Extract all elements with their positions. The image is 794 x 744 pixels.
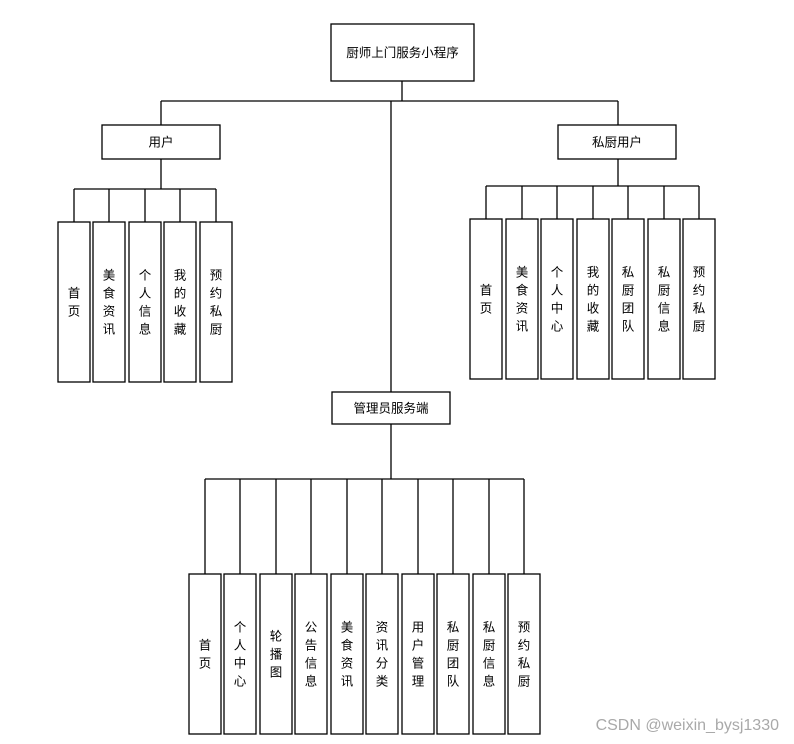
chef-item-4-box: [576, 218, 610, 380]
chef-item-7-box: [682, 218, 716, 380]
chef-item-6-label: 私厨信息: [658, 265, 671, 334]
user-item-1-box: [57, 221, 91, 383]
chef-item-3-box: [540, 218, 574, 380]
root-node-box: [330, 23, 475, 82]
chef-item-2-label: 美食资讯: [516, 265, 529, 334]
chef-item-5-label: 私厨团队: [622, 265, 635, 334]
admin-item-7-box: [401, 573, 435, 735]
chef-item-2-box: [505, 218, 539, 380]
user-item-2-label: 美食资讯: [103, 268, 116, 337]
chef-item-5-box: [611, 218, 645, 380]
group-admin-box: [331, 391, 451, 425]
admin-item-2-box: [223, 573, 257, 735]
user-item-3-label: 个人信息: [139, 268, 152, 337]
admin-item-3-label: 轮播图: [270, 629, 283, 680]
admin-item-10-box: [507, 573, 541, 735]
group-user-label: 用户: [148, 135, 173, 150]
admin-item-9-label: 私厨信息: [483, 620, 496, 689]
chef-item-1-label: 首页: [480, 283, 493, 316]
user-item-5-box: [199, 221, 233, 383]
chef-item-3-label: 个人中心: [551, 265, 564, 334]
user-item-5-label: 预约私厨: [210, 268, 223, 337]
user-item-4-label: 我的收藏: [174, 268, 187, 337]
user-item-3-box: [128, 221, 162, 383]
admin-item-6-box: [365, 573, 399, 735]
csdn-watermark: CSDN @weixin_bysj1330: [595, 717, 779, 734]
admin-item-7-label: 用户管理: [412, 620, 425, 689]
admin-item-5-box: [330, 573, 364, 735]
admin-item-9-box: [472, 573, 506, 735]
group-chef-box: [557, 124, 677, 160]
user-item-1-label: 首页: [68, 286, 81, 319]
admin-item-8-box: [436, 573, 470, 735]
user-item-2-box: [92, 221, 126, 383]
user-item-4-box: [163, 221, 197, 383]
admin-item-1-box: [188, 573, 222, 735]
admin-item-4-box: [294, 573, 328, 735]
admin-item-3-box: [259, 573, 293, 735]
chef-item-1-box: [469, 218, 503, 380]
chef-item-4-label: 我的收藏: [587, 265, 600, 334]
group-admin-label: 管理员服务端: [353, 401, 428, 416]
admin-item-4-label: 公告信息: [305, 620, 318, 689]
admin-item-6-label: 资讯分类: [376, 620, 389, 689]
chef-item-7-label: 预约私厨: [693, 265, 706, 334]
admin-item-2-label: 个人中心: [234, 620, 247, 689]
root-node-label: 厨师上门服务小程序: [346, 45, 459, 60]
group-chef-label: 私厨用户: [592, 135, 642, 150]
admin-item-1-label: 首页: [199, 638, 212, 671]
admin-item-5-label: 美食资讯: [341, 620, 354, 689]
admin-item-10-label: 预约私厨: [518, 620, 531, 689]
chef-item-6-box: [647, 218, 681, 380]
admin-item-8-label: 私厨团队: [447, 620, 460, 689]
